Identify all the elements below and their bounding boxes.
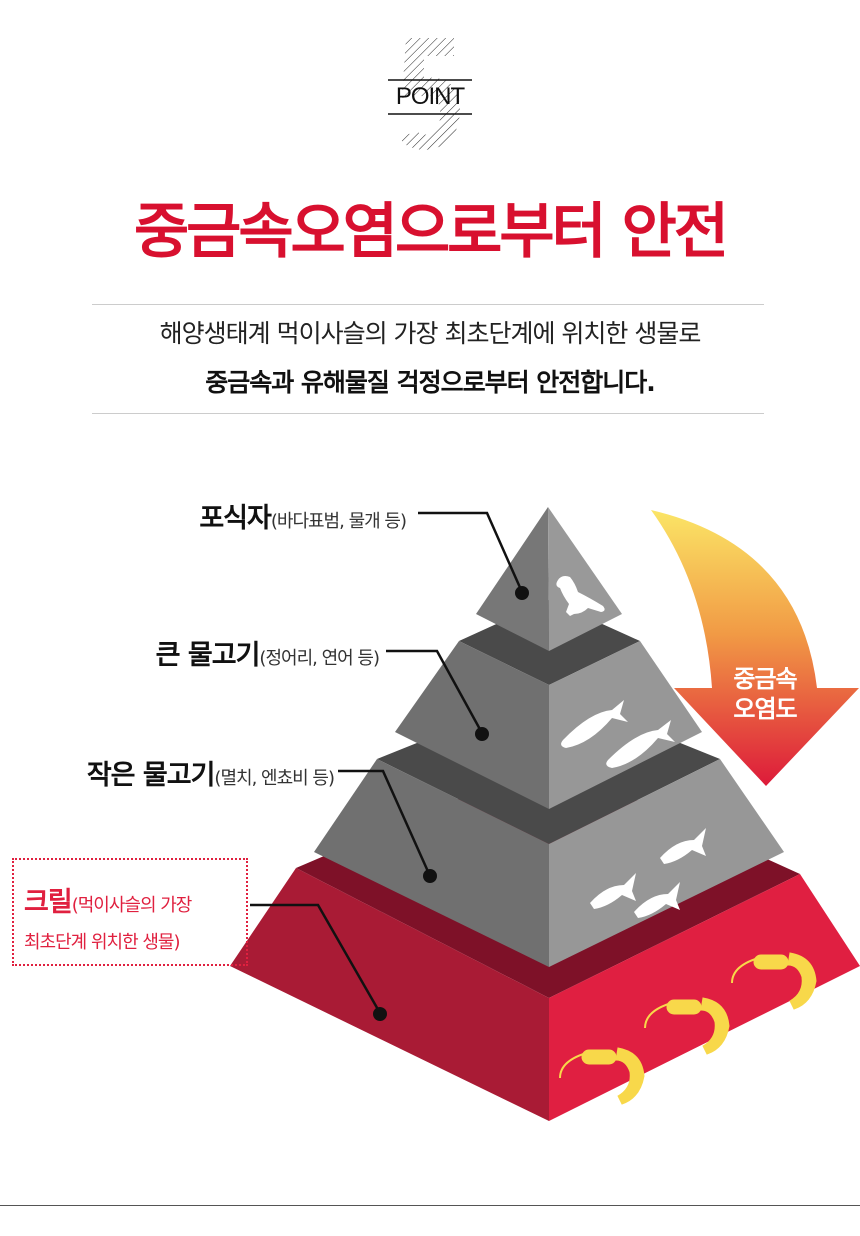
leader-lines [250, 511, 524, 1014]
label-small-fish-name: 작은 물고기 [86, 760, 216, 791]
contamination-label-line-2: 오염도 [733, 695, 797, 723]
point-number-badge [388, 38, 472, 150]
big-fish-icon [561, 700, 675, 768]
pyramid-tier-predator [476, 507, 622, 651]
label-krill-name: 크릴 [24, 887, 73, 918]
label-big-fish-examples: (정어리, 연어 등) [259, 648, 380, 669]
divider-bottom [92, 413, 764, 414]
shrimp-icon [559, 952, 817, 1105]
subtitle-line-1: 해양생태계 먹이사슬의 가장 최초단계에 위치한 생물로 [159, 319, 702, 348]
label-big-fish-name: 큰 물고기 [155, 640, 261, 671]
label-predator-examples: (바다표범, 물개 등) [270, 511, 407, 532]
bottom-divider [0, 1205, 860, 1206]
label-predator: 포식자(바다표범, 물개 등) [199, 496, 407, 535]
contamination-arrow [651, 510, 859, 786]
label-small-fish: 작은 물고기(멸치, 엔쵸비 등) [86, 753, 335, 792]
label-big-fish: 큰 물고기(정어리, 연어 등) [155, 633, 380, 672]
leader-dots [373, 586, 529, 1021]
small-fish-icon [590, 828, 706, 918]
divider-top [92, 304, 764, 305]
label-krill: 크릴(먹이사슬의 가장 [24, 880, 193, 919]
subtitle-line-2: 중금속과 유해물질 걱정으로부터 안전합니다. [205, 368, 656, 397]
contamination-label: 중금속 오염도 [700, 664, 830, 724]
page-title: 중금속오염으로부터 안전 [133, 197, 729, 267]
label-predator-name: 포식자 [199, 503, 272, 534]
label-small-fish-examples: (멸치, 엔쵸비 등) [214, 768, 335, 789]
label-krill-examples-1: (먹이사슬의 가장 [71, 895, 193, 916]
krill-highlight-box [12, 858, 248, 966]
label-krill-examples-2: 최초단계 위치한 생물) [24, 932, 181, 953]
contamination-label-line-1: 중금속 [733, 665, 797, 693]
seal-icon [556, 576, 605, 616]
point-label: POINT [395, 83, 465, 110]
